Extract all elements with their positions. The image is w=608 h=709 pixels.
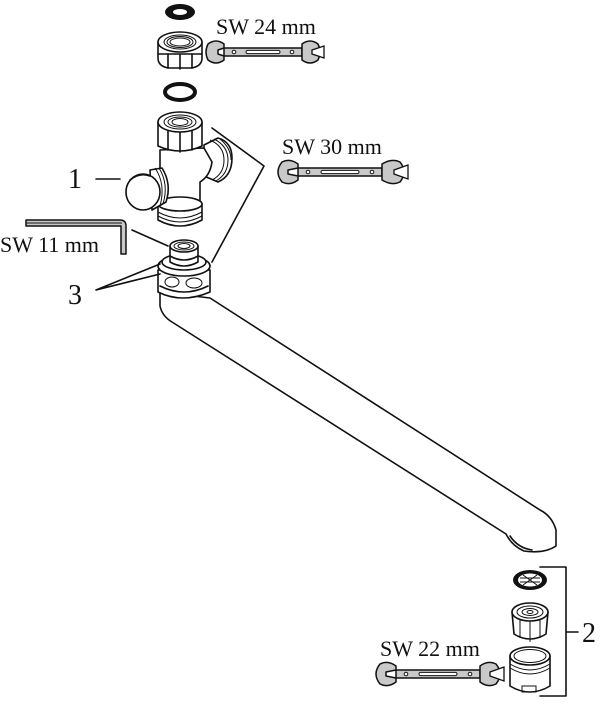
- aerator-housing: [509, 646, 551, 693]
- wrench-sw30-icon: [277, 159, 409, 185]
- wrench-sw22-icon: [375, 661, 505, 687]
- label-sw24: SW 24 mm: [216, 14, 316, 39]
- t-fitting: [125, 111, 233, 227]
- sw30-leader: [211, 127, 265, 263]
- callout-3-leader: [95, 263, 161, 291]
- label-sw30: SW 30 mm: [282, 134, 382, 159]
- o-ring-upper: [163, 82, 197, 102]
- callout-2: 2: [582, 618, 596, 649]
- union-nut: [157, 31, 203, 70]
- sw11-leader: [131, 229, 169, 247]
- label-sw11: SW 11 mm: [0, 232, 99, 257]
- spout: [157, 239, 557, 553]
- aerator-insert: [511, 602, 549, 642]
- callout-3: 3: [68, 280, 82, 311]
- callout-1: 1: [68, 164, 82, 195]
- wrench-sw24-icon: [205, 40, 325, 64]
- hex-key-sw11-icon: [25, 219, 127, 255]
- top-washer: [165, 4, 195, 20]
- aerator-sieve: [513, 570, 547, 590]
- label-sw22: SW 22 mm: [380, 636, 480, 661]
